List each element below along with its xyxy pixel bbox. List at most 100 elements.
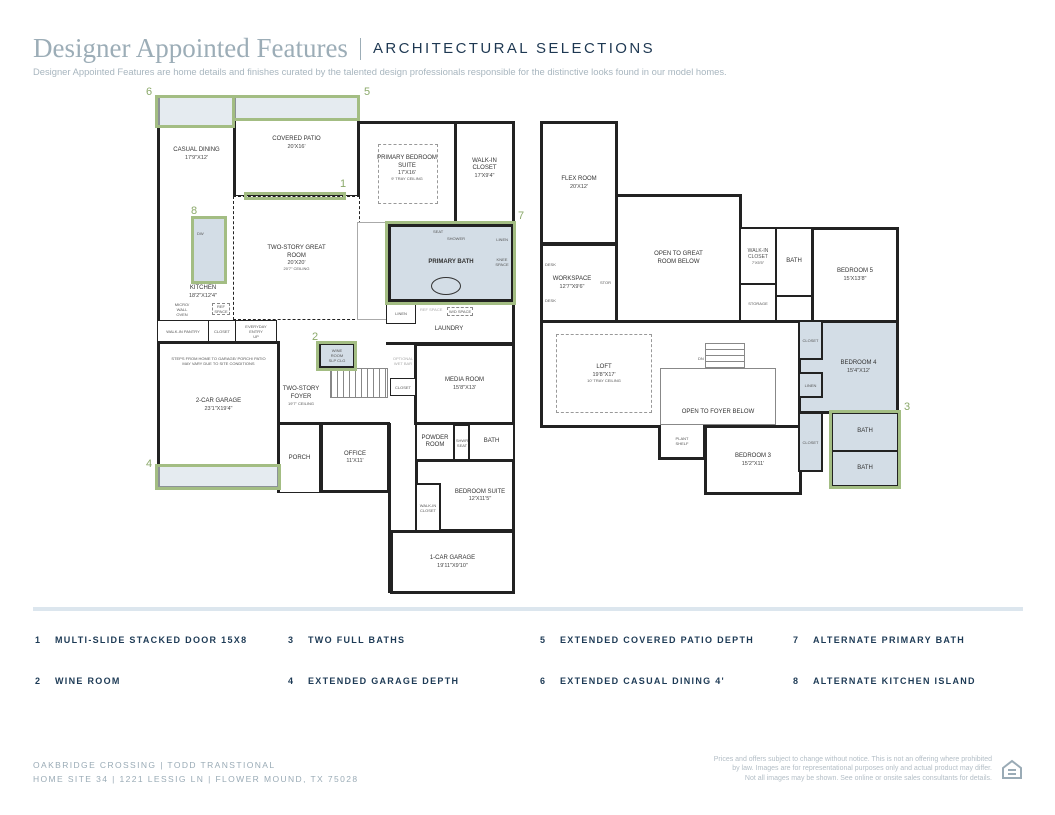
callout-2: 2: [312, 331, 319, 343]
room-label: LINEN: [395, 310, 407, 316]
room-porch: PORCH: [277, 422, 322, 493]
room-label: BEDROOM 3: [734, 453, 771, 460]
room-walk-in-closet-2: WALK-IN CLOSET: [415, 483, 441, 532]
legend-label: ALTERNATE PRIMARY BATH: [813, 635, 966, 645]
section-divider: [33, 607, 1023, 611]
room-label: BATH: [786, 258, 802, 265]
room-label: BATH: [857, 464, 873, 471]
legend-number: 2: [35, 676, 42, 686]
room-label: WORKSPACE: [552, 276, 592, 283]
room-dim: 20'X20': [287, 260, 306, 266]
room-label: LAUNDRY: [434, 326, 464, 333]
wd-space-label: W/D SPACE: [447, 307, 474, 316]
room-dim: 11'X11': [346, 458, 364, 465]
room-primary-bath: SEAT SHOWER LINEN KNEE SPACE PRIMARY BAT…: [388, 224, 514, 302]
dishwasher-label: DW: [197, 231, 204, 236]
ref-space-label: REF SPACE: [420, 307, 443, 312]
highlight-two-baths: [829, 410, 901, 489]
room-dim: 15'4"X12': [846, 367, 870, 374]
seat-label: SEAT: [433, 229, 444, 234]
room-label: CLOSET: [802, 439, 819, 445]
room-label: EVERYDAY ENTRY: [245, 324, 267, 334]
bathtub-icon: [431, 277, 461, 295]
room-label: WALK-IN CLOSET: [419, 502, 437, 513]
room-label: TWO-STORY FOYER: [282, 386, 320, 400]
room-note: 9' TRAY CEILING: [391, 176, 423, 181]
closet-bedroom-4: CLOSET: [798, 320, 823, 360]
room-label: LOFT: [596, 364, 612, 371]
highlight-primary-bath: [385, 221, 516, 305]
room-dim: 12'X11'5": [468, 496, 492, 503]
room-label: TWO-STORY GREAT ROOM: [267, 245, 326, 259]
room-label: MEDIA ROOM: [444, 377, 484, 384]
legend-label: TWO FULL BATHS: [308, 635, 406, 645]
room-note: SLP CLG: [328, 358, 346, 363]
room-dim: 17'9"X12': [184, 154, 208, 161]
room-closet: CLOSET: [208, 320, 236, 343]
legend-item-5: 5 EXTENDED COVERED PATIO DEPTH: [540, 635, 754, 645]
room-closet-2: CLOSET: [390, 378, 416, 396]
garage-note: STEPS FROM HOME TO GARAGE/ PORCH/ PATIO …: [171, 356, 266, 366]
footer-address: HOME SITE 34 | 1221 LESSIG LN | FLOWER M…: [33, 774, 359, 784]
room-label: PRIMARY BATH: [428, 259, 474, 266]
legend-label: EXTENDED CASUAL DINING 4': [560, 676, 725, 686]
legend-label: EXTENDED COVERED PATIO DEPTH: [560, 635, 755, 645]
legend-number: 3: [288, 635, 295, 645]
legend-label: ALTERNATE KITCHEN ISLAND: [813, 676, 976, 686]
shower-label: SHOWER: [447, 236, 465, 241]
room-dim: 20'X16': [287, 143, 306, 150]
room-label: PORCH: [288, 454, 311, 461]
room-label: FLEX ROOM: [561, 176, 597, 183]
room-label: CLOSET: [802, 337, 819, 343]
room-label: CLOSET: [394, 384, 411, 390]
room-label: KITCHEN: [189, 285, 217, 291]
room-label: OPEN TO GREAT ROOM BELOW: [654, 251, 703, 265]
highlight-wine-room: [316, 341, 357, 371]
legend-number: 5: [540, 635, 547, 645]
storage-label: STOR: [599, 280, 611, 285]
legend-label: MULTI-SLIDE STACKED DOOR 15X8: [55, 635, 248, 645]
room-label: OPEN TO FOYER BELOW: [681, 408, 755, 415]
footer-disclaimer: Prices and offers subject to change with…: [714, 755, 992, 783]
room-dim: 15'2"X11': [741, 460, 765, 467]
legend-item-6: 6 EXTENDED CASUAL DINING 4': [540, 676, 725, 686]
linen-closet: LINEN: [798, 372, 823, 398]
disclaimer-line: Prices and offers subject to change with…: [713, 756, 992, 763]
room-bath-a: BATH: [831, 412, 899, 452]
highlight-garage-depth: [155, 464, 281, 490]
callout-8: 8: [191, 205, 198, 217]
room-label: BATH: [483, 438, 500, 445]
room-label: COVERED PATIO: [272, 136, 321, 143]
highlight-extended-patio: [232, 95, 360, 121]
room-bath: BATH: [468, 423, 515, 461]
room-dim: 20'X12': [569, 183, 588, 190]
room-label: WALK-IN CLOSET: [747, 247, 769, 260]
closet-bedroom-3: CLOSET: [798, 412, 823, 472]
callout-5: 5: [364, 86, 371, 98]
room-label: LINEN: [804, 382, 817, 388]
room-label: BEDROOM 5: [836, 268, 873, 275]
title-divider: [359, 37, 361, 60]
wall: [388, 423, 391, 593]
plant-shelf: PLANT SHELF: [658, 425, 706, 460]
open-to-foyer: OPEN TO FOYER BELOW: [660, 368, 776, 425]
callout-4: 4: [146, 458, 153, 470]
room-label: BATH: [857, 428, 873, 435]
room-label: WALK-IN PANTRY: [166, 329, 200, 334]
legend-number: 6: [540, 676, 547, 686]
room-laundry: LAUNDRY: [386, 300, 515, 345]
disclaimer-line: by law. Images are for representational …: [732, 765, 992, 773]
room-dim: 15'X13'8": [843, 275, 867, 282]
